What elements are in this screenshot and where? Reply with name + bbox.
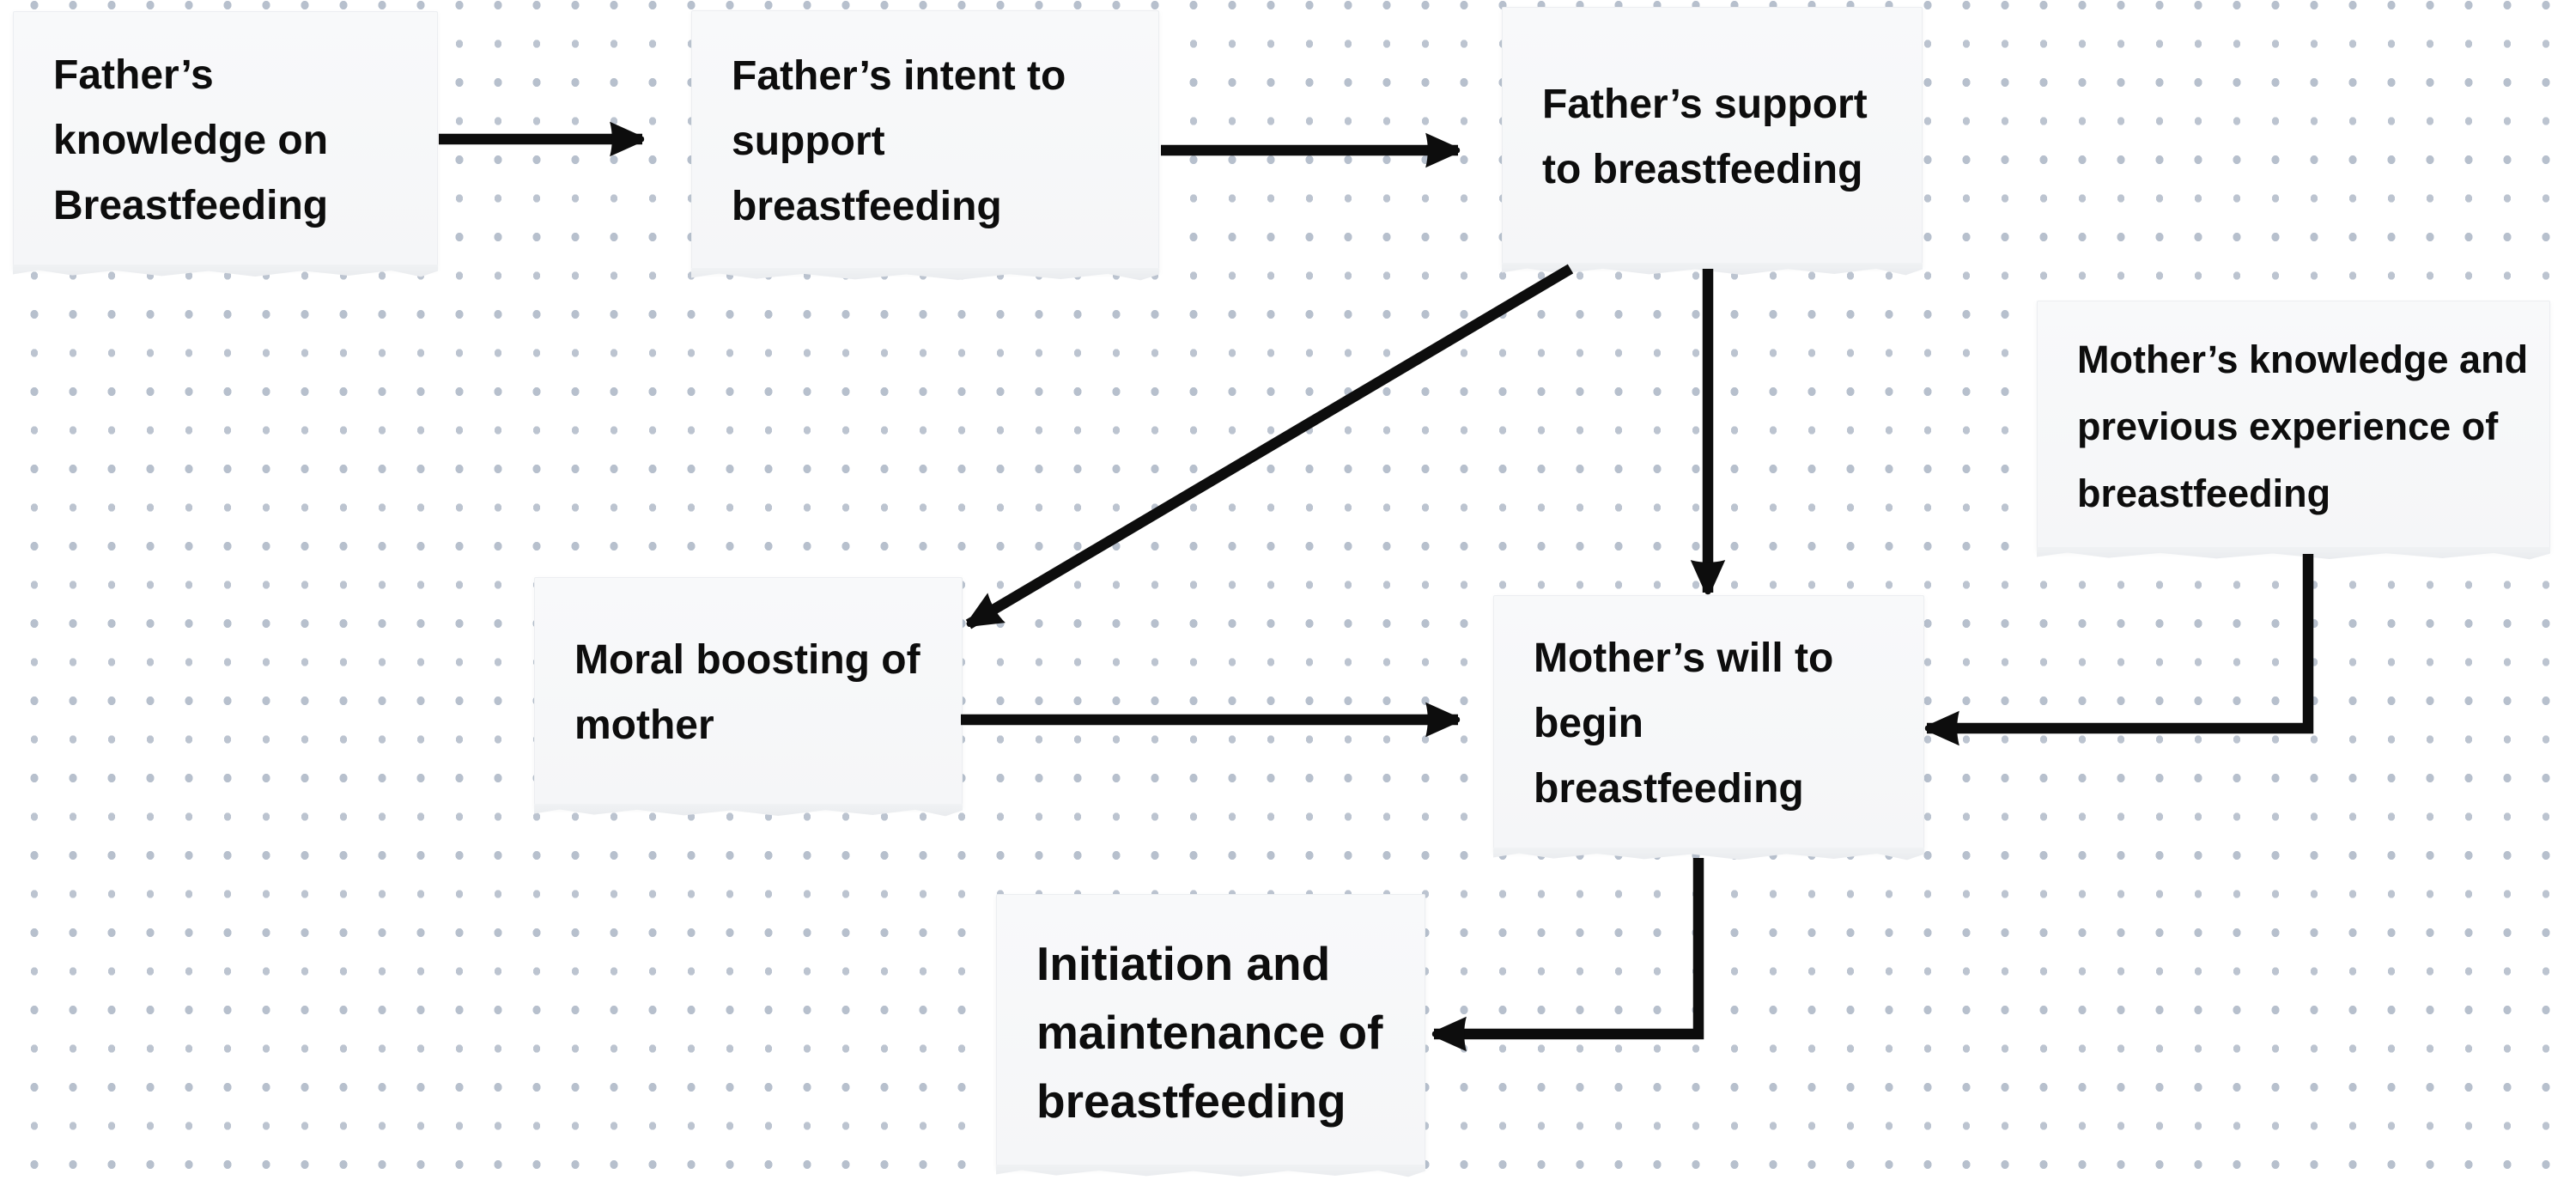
arrow-father-support-to-moral-boosting[interactable] bbox=[965, 264, 1574, 630]
node-mothers-knowledge[interactable]: Mother’s knowledge and previous experien… bbox=[2037, 301, 2550, 551]
node-mothers-will[interactable]: Mother’s will to begin breastfeeding bbox=[1493, 595, 1924, 852]
arrow-mother-knowledge-to-mother-will[interactable] bbox=[1924, 554, 2314, 746]
node-label: Moral boosting of mother bbox=[574, 637, 920, 748]
node-label: Initiation and maintenance of breastfeed… bbox=[1036, 936, 1383, 1128]
node-label: Mother’s will to begin breastfeeding bbox=[1534, 636, 1834, 812]
arrow-mother-will-to-initiation[interactable] bbox=[1431, 858, 1704, 1052]
node-label: Father’s knowledge on Breastfeeding bbox=[53, 52, 329, 228]
node-fathers-intent[interactable]: Father’s intent to support breastfeeding bbox=[691, 10, 1159, 272]
node-label: Father’s support to breastfeeding bbox=[1542, 82, 1868, 192]
node-fathers-support[interactable]: Father’s support to breastfeeding bbox=[1502, 7, 1923, 267]
node-label: Father’s intent to support breastfeeding bbox=[732, 53, 1066, 229]
node-moral-boosting[interactable]: Moral boosting of mother bbox=[534, 577, 963, 808]
node-initiation-maintenance[interactable]: Initiation and maintenance of breastfeed… bbox=[996, 894, 1425, 1169]
node-fathers-knowledge[interactable]: Father’s knowledge on Breastfeeding bbox=[13, 11, 438, 269]
node-label: Mother’s knowledge and previous experien… bbox=[2077, 337, 2529, 515]
